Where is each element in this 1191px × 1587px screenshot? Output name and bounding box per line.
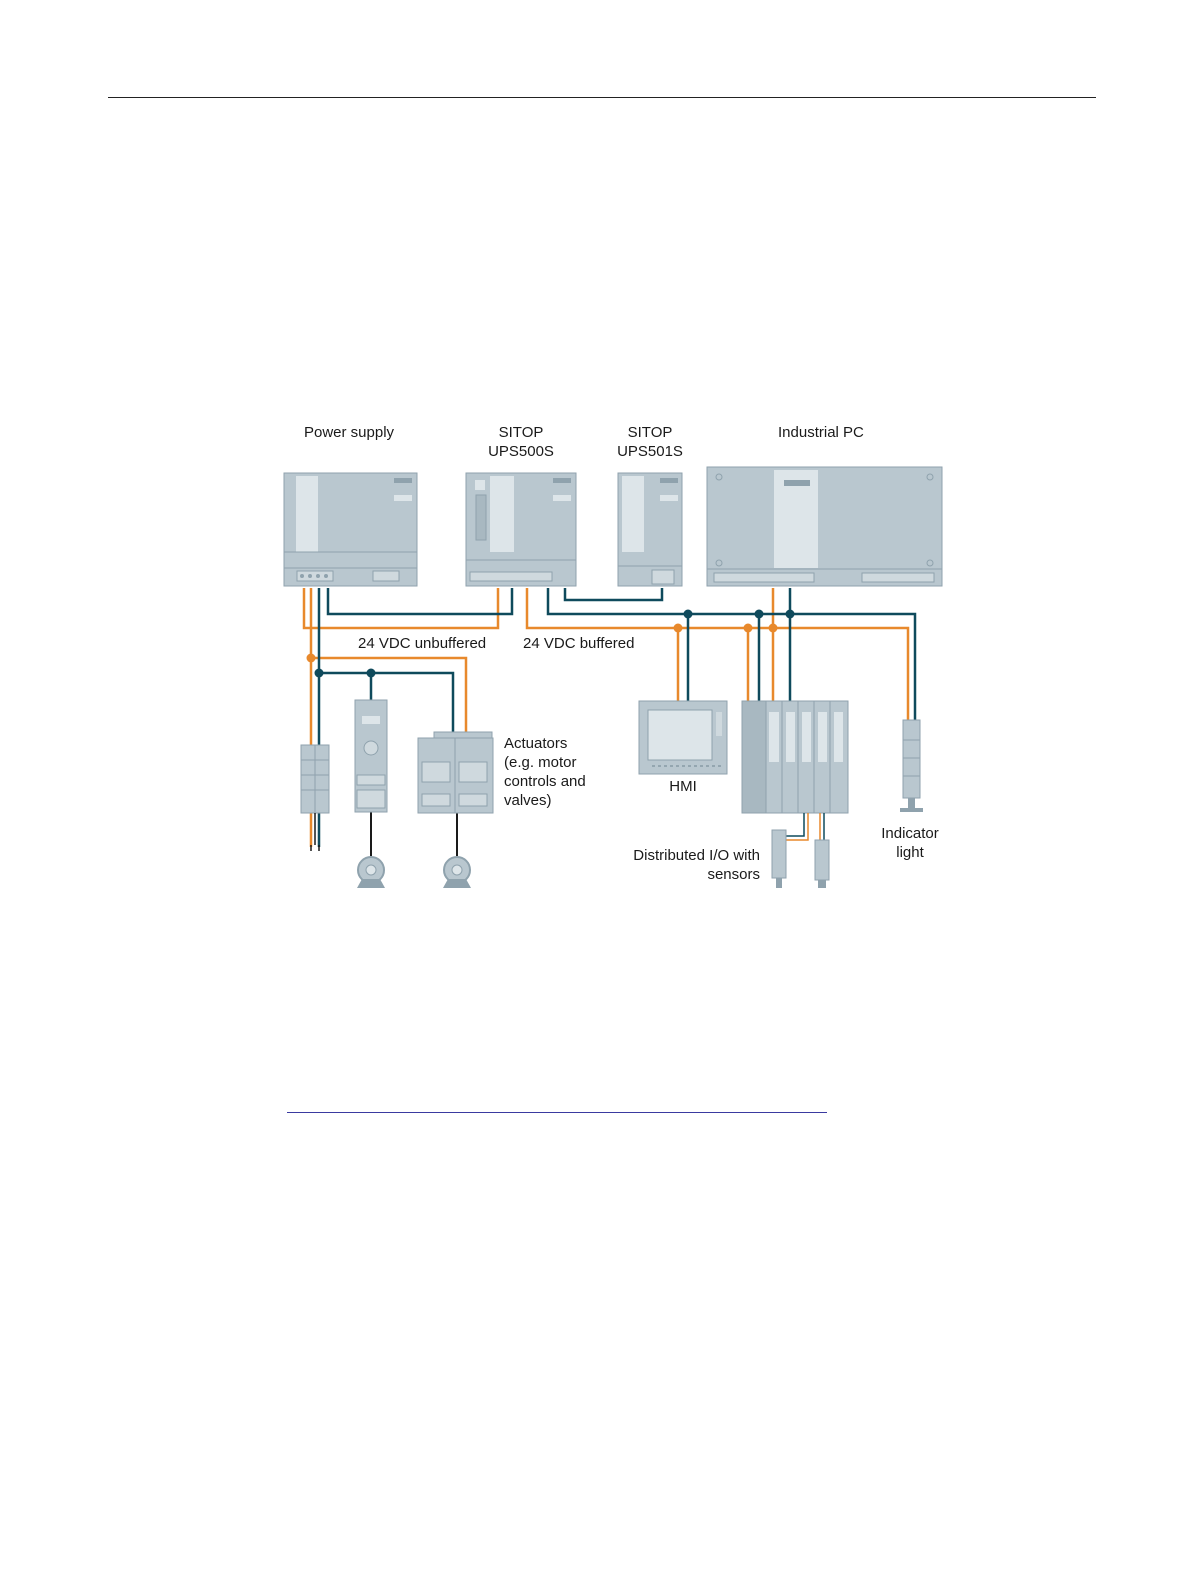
label-actuators: Actuators (e.g. motor controls and valve… bbox=[504, 734, 586, 810]
wire-actuator-positive bbox=[311, 658, 466, 734]
hmi-device bbox=[639, 701, 727, 774]
junction-dot bbox=[684, 610, 693, 619]
motor-icon bbox=[357, 857, 385, 888]
label-power-supply: Power supply bbox=[304, 423, 394, 442]
junction-dot bbox=[674, 624, 683, 633]
label-hmi: HMI bbox=[653, 777, 713, 796]
sensor-icon bbox=[815, 813, 829, 888]
wire-ups-link bbox=[565, 588, 662, 600]
wire-ps-negative-1 bbox=[328, 588, 512, 614]
junction-dot bbox=[786, 610, 795, 619]
junction-dot bbox=[315, 669, 324, 678]
contactor-device bbox=[418, 732, 493, 813]
industrial-pc-device bbox=[707, 467, 942, 586]
junction-dot bbox=[755, 610, 764, 619]
label-actuators-line4: valves) bbox=[504, 791, 586, 810]
motor-starter-device bbox=[355, 700, 387, 812]
label-buffered: 24 VDC buffered bbox=[523, 634, 634, 653]
junction-dot bbox=[367, 669, 376, 678]
wire-buffered-positive bbox=[527, 588, 908, 720]
label-unbuffered: 24 VDC unbuffered bbox=[358, 634, 486, 653]
ups500s-device bbox=[466, 473, 576, 586]
distributed-io-device bbox=[742, 701, 848, 813]
label-indicator-line1: Indicator bbox=[868, 824, 952, 843]
label-dist-io-line1: Distributed I/O with bbox=[600, 846, 760, 865]
label-actuators-line3: controls and bbox=[504, 772, 586, 791]
junction-dot bbox=[744, 624, 753, 633]
label-actuators-line2: (e.g. motor bbox=[504, 753, 586, 772]
label-ups500s-line1: SITOP bbox=[470, 423, 572, 442]
motor-icon bbox=[443, 857, 471, 888]
ups501s-device bbox=[618, 473, 682, 586]
indicator-light-device bbox=[900, 720, 923, 812]
label-ups500s: SITOP UPS500S bbox=[470, 423, 572, 461]
label-industrial-pc: Industrial PC bbox=[778, 423, 864, 442]
junction-dot bbox=[769, 624, 778, 633]
wire-ps-positive-1 bbox=[304, 588, 498, 628]
wire-buffered-negative bbox=[548, 588, 915, 720]
label-indicator-light: Indicator light bbox=[868, 824, 952, 862]
label-ups501s-line1: SITOP bbox=[604, 423, 696, 442]
sensor-icon bbox=[772, 813, 808, 888]
power-supply-device bbox=[284, 473, 417, 586]
label-ups500s-line2: UPS500S bbox=[470, 442, 572, 461]
label-actuators-line1: Actuators bbox=[504, 734, 586, 753]
label-ups501s-line2: UPS501S bbox=[604, 442, 696, 461]
hyperlink-underline[interactable] bbox=[287, 1112, 827, 1113]
terminal-block-device bbox=[301, 745, 329, 851]
label-distributed-io: Distributed I/O with sensors bbox=[600, 846, 760, 884]
junction-dot bbox=[307, 654, 316, 663]
label-dist-io-line2: sensors bbox=[600, 865, 760, 884]
label-ups501s: SITOP UPS501S bbox=[604, 423, 696, 461]
label-indicator-line2: light bbox=[868, 843, 952, 862]
